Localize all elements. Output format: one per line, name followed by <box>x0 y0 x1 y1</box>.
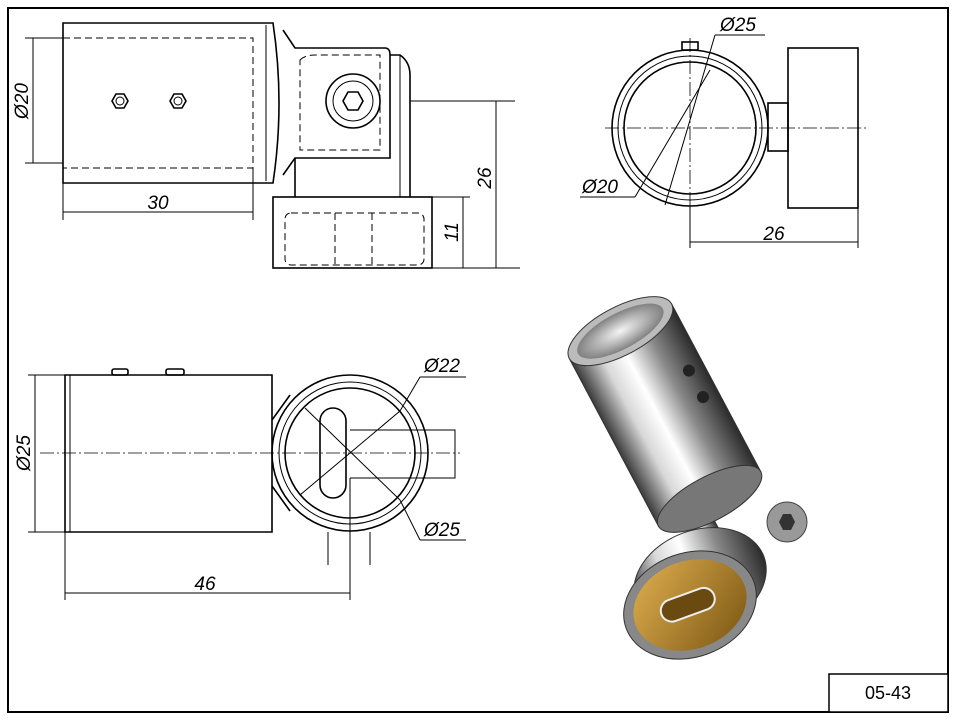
dim-length-46: 46 <box>194 574 216 595</box>
title-block: 05-43 <box>828 673 949 713</box>
end-view: Ø25 Ø20 26 <box>580 15 866 248</box>
hex-nut-icon <box>111 93 187 109</box>
screw-head-icon <box>325 73 381 129</box>
drawing-frame <box>7 7 949 713</box>
dim-dia-20: Ø20 <box>12 83 33 120</box>
dim-height-26: 26 <box>475 167 496 190</box>
dim-dia-22: Ø22 <box>423 356 460 377</box>
set-screw-icon <box>682 364 695 377</box>
dim-width-26: 26 <box>762 224 785 245</box>
side-view: Ø20 30 26 11 <box>12 22 520 269</box>
top-view: Ø25 46 Ø22 Ø25 <box>14 356 466 600</box>
drawing-number: 05-43 <box>865 683 911 703</box>
dim-dia-25-left: Ø25 <box>14 435 35 472</box>
dim-base-11: 11 <box>442 222 463 242</box>
set-screw-icon <box>697 391 710 404</box>
dim-inner-dia-20: Ø20 <box>581 177 618 198</box>
3d-render <box>567 296 808 660</box>
dim-dia-25-ring: Ø25 <box>423 520 460 541</box>
dim-outer-dia-25: Ø25 <box>719 15 756 36</box>
dim-length-30: 30 <box>147 193 169 214</box>
